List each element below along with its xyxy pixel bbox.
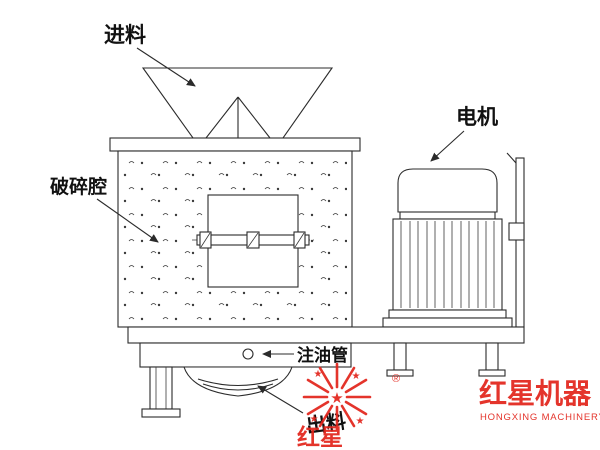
motor-support-bar	[515, 157, 525, 328]
base-platform	[127, 326, 525, 344]
motor-dome	[397, 168, 498, 213]
left-foot	[141, 408, 181, 418]
arrow-motor	[430, 130, 465, 162]
star-icon: ★	[356, 416, 365, 427]
motor-fins-body	[392, 218, 503, 311]
motor-foot-right	[478, 369, 506, 377]
logo-en-text: HONGXING MACHINERY	[480, 412, 600, 423]
machine-drawing	[109, 67, 525, 418]
logo-reg-mark: ®	[392, 373, 400, 385]
support-hook	[506, 152, 517, 164]
hopper-cone	[205, 96, 271, 139]
motor-base-lower	[382, 317, 513, 328]
label-feed: 进料	[104, 24, 146, 47]
label-crushing-chamber: 破碎腔	[50, 175, 107, 198]
discharge-bowl	[183, 366, 293, 397]
star-icon: ★	[310, 414, 319, 425]
star-icon: ★	[314, 369, 323, 380]
motor-fins	[400, 221, 495, 308]
arrow-crushing-chamber	[96, 198, 159, 243]
label-oil-pipe: 注油管	[297, 345, 348, 365]
motor-neck	[399, 211, 496, 220]
callout-labels: 进料 破碎腔 电机 注油管 出料	[50, 24, 498, 438]
arrow-discharge	[257, 385, 304, 414]
arrow-feed	[136, 47, 196, 87]
hongxing-logo: ★ ★ ★ ★ ★ ® 红星机器 HONGXING MACHINERY 红星	[297, 362, 600, 450]
label-motor: 电机	[456, 105, 498, 129]
motor-base-upper	[388, 309, 507, 319]
left-leg-ribs	[155, 367, 167, 409]
star-burst-icon: ★ ★ ★ ★ ★	[302, 362, 372, 432]
logo-partial-text: 红星	[297, 424, 343, 450]
oil-port-circle	[242, 348, 254, 360]
star-icon: ★	[330, 390, 343, 407]
star-icon: ★	[352, 371, 361, 382]
motor-leg-left	[393, 342, 407, 371]
left-leg	[149, 366, 173, 410]
bearing-hatch	[200, 232, 305, 248]
support-clamp	[508, 222, 525, 241]
body-top-plate	[109, 137, 361, 152]
motor-leg-right	[485, 342, 499, 371]
logo-cn-text: 红星机器	[479, 377, 592, 409]
motor-foot-left	[386, 369, 414, 377]
